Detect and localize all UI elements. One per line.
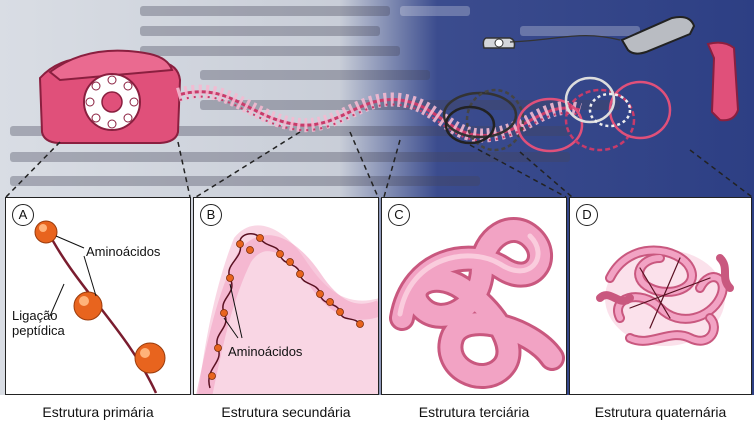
caption-primary: Estrutura primária <box>5 404 191 420</box>
panel-letter-a: A <box>12 204 34 226</box>
caption-secondary: Estrutura secundária <box>193 404 379 420</box>
label-ligacao-line2: peptídica <box>12 323 65 338</box>
panel-letter-c: C <box>388 204 410 226</box>
panel-letter-d: D <box>576 204 598 226</box>
folded-tube <box>400 230 552 376</box>
panel-tertiary: C <box>381 197 567 395</box>
telephone-illustration <box>0 0 754 200</box>
label-aminoacidos-a: Aminoácidos <box>86 244 160 259</box>
panel-letter-b: B <box>200 204 222 226</box>
pink-handset-icon <box>708 43 738 121</box>
panel-primary: A Aminoácidos Ligação peptídica <box>5 197 191 395</box>
small-phone-icon <box>483 36 620 48</box>
caption-tertiary: Estrutura terciária <box>381 404 567 420</box>
quaternary-cluster <box>600 250 730 346</box>
phone-handset-icon <box>622 17 694 54</box>
panel-quaternary: D <box>569 197 752 395</box>
panel-secondary: B Aminoácidos <box>193 197 379 395</box>
caption-quaternary: Estrutura quaternária <box>569 404 752 420</box>
label-ligacao-line1: Ligação <box>12 308 58 323</box>
tangled-cord <box>444 78 670 151</box>
rotary-phone-icon <box>40 51 180 143</box>
label-aminoacidos-b: Aminoácidos <box>228 344 302 359</box>
